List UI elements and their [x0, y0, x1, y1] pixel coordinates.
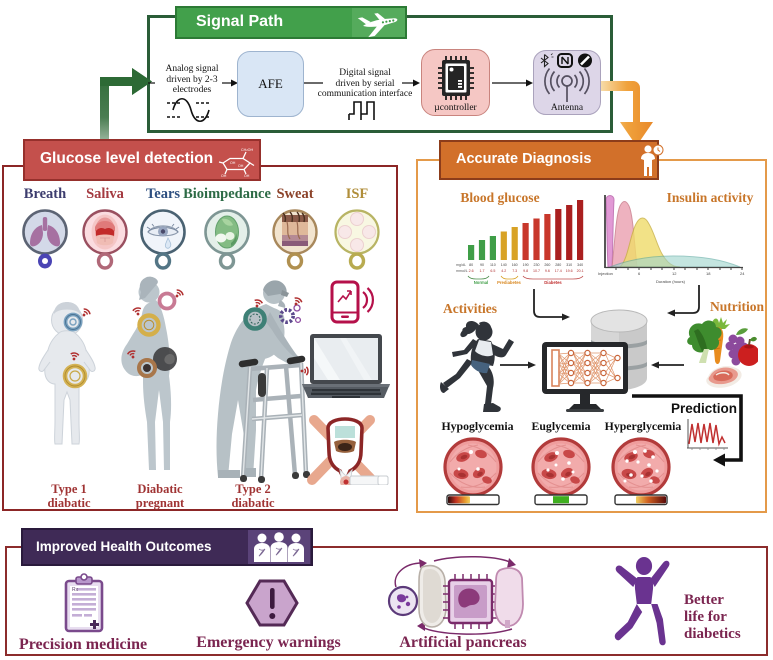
svg-text:18: 18: [706, 271, 711, 276]
svg-text:260: 260: [544, 263, 550, 267]
svg-text:Prediabetes: Prediabetes: [497, 280, 521, 285]
svg-text:OH: OH: [238, 164, 244, 168]
svg-text:2.6: 2.6: [469, 269, 474, 273]
svg-text:90: 90: [480, 263, 484, 267]
svg-text:Diabetes: Diabetes: [544, 280, 562, 285]
svg-text:20.1: 20.1: [577, 269, 584, 273]
svg-text:7.3: 7.3: [512, 269, 517, 273]
svg-text:OH: OH: [221, 174, 227, 177]
svg-text:Rx: Rx: [72, 587, 79, 593]
svg-text:110: 110: [490, 263, 496, 267]
svg-text:340: 340: [577, 263, 583, 267]
svg-text:17.4: 17.4: [555, 269, 562, 273]
svg-text:OH: OH: [244, 174, 250, 177]
svg-text:140: 140: [501, 263, 507, 267]
svg-text:CH2OH: CH2OH: [241, 148, 253, 152]
svg-text:mmol/L: mmol/L: [456, 269, 468, 273]
svg-text:280: 280: [555, 263, 561, 267]
svg-text:230: 230: [534, 263, 540, 267]
svg-text:190: 190: [523, 263, 529, 267]
svg-text:mg/dL: mg/dL: [456, 263, 466, 267]
svg-text:10.7: 10.7: [533, 269, 540, 273]
svg-text:80: 80: [469, 263, 473, 267]
svg-text:Duration (hours): Duration (hours): [656, 279, 686, 284]
svg-text:Injection: Injection: [598, 271, 613, 276]
svg-text:310: 310: [566, 263, 572, 267]
svg-text:Normal: Normal: [474, 280, 488, 285]
svg-text:160: 160: [512, 263, 518, 267]
svg-text:19.6: 19.6: [566, 269, 573, 273]
svg-text:4.2: 4.2: [501, 269, 506, 273]
svg-text:OH: OH: [230, 161, 236, 165]
svg-text:9.6: 9.6: [545, 269, 550, 273]
svg-text:6: 6: [638, 271, 641, 276]
svg-text:24: 24: [740, 271, 745, 276]
svg-text:1.7: 1.7: [480, 269, 485, 273]
svg-text:12: 12: [672, 271, 677, 276]
svg-text:9.8: 9.8: [523, 269, 528, 273]
svg-text:6.5: 6.5: [490, 269, 495, 273]
